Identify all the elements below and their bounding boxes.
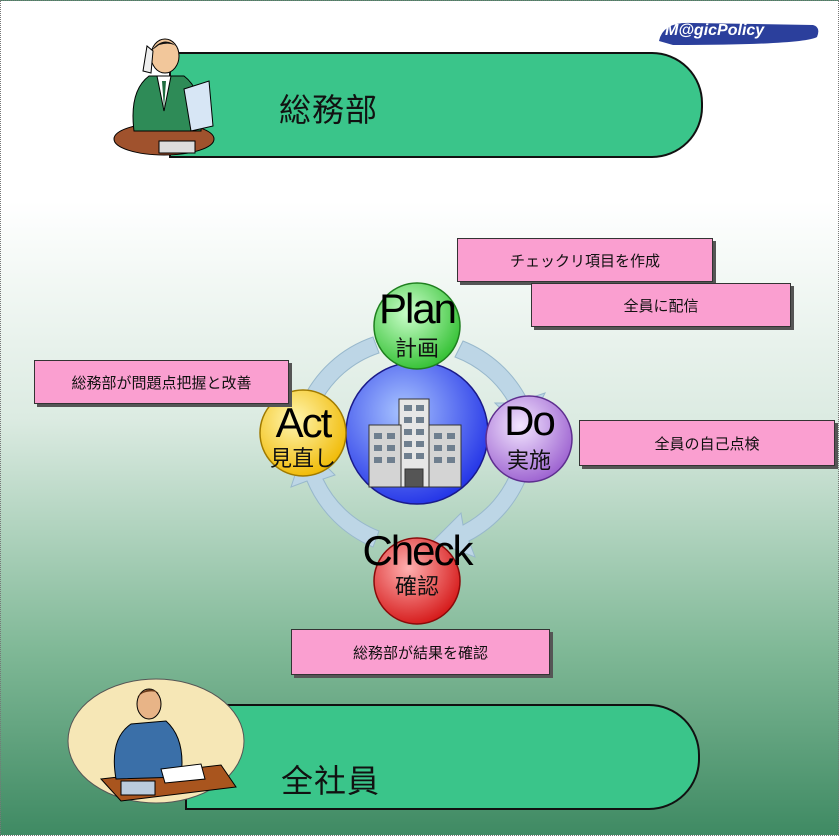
bottom-banner [185, 704, 700, 810]
do-note: 全員の自己点検 [579, 420, 835, 466]
check-label: Check [362, 527, 473, 574]
plan-label: Plan [378, 285, 457, 332]
employee-illustration [67, 678, 245, 804]
top-banner [169, 52, 703, 158]
plan-note-create-checklist: チェックリ項目を作成 [457, 238, 713, 282]
plan-circle [373, 282, 461, 370]
act-circle [259, 389, 347, 477]
act-note: 総務部が問題点把握と改善 [34, 360, 289, 404]
do-circle [485, 395, 573, 483]
act-jp-label: 見直し [269, 447, 336, 472]
check-jp-label: 確認 [394, 575, 439, 600]
plan-jp-label: 計画 [394, 337, 439, 362]
magicpolicy-logo: M@gicPolicy [653, 15, 823, 49]
logo-text: M@gicPolicy [665, 22, 765, 39]
plan-note-distribute: 全員に配信 [531, 283, 791, 327]
logo-shape [659, 22, 819, 45]
check-circle [373, 537, 461, 625]
top-banner-label: 総務部 [279, 91, 379, 129]
do-label: Do [504, 397, 556, 444]
bottom-banner-label: 全社員 [281, 762, 381, 800]
act-label: Act [275, 399, 333, 446]
check-note: 総務部が結果を確認 [291, 629, 550, 675]
do-jp-label: 実施 [506, 449, 551, 474]
office-worker-illustration [113, 38, 215, 156]
building-icon [368, 398, 462, 488]
